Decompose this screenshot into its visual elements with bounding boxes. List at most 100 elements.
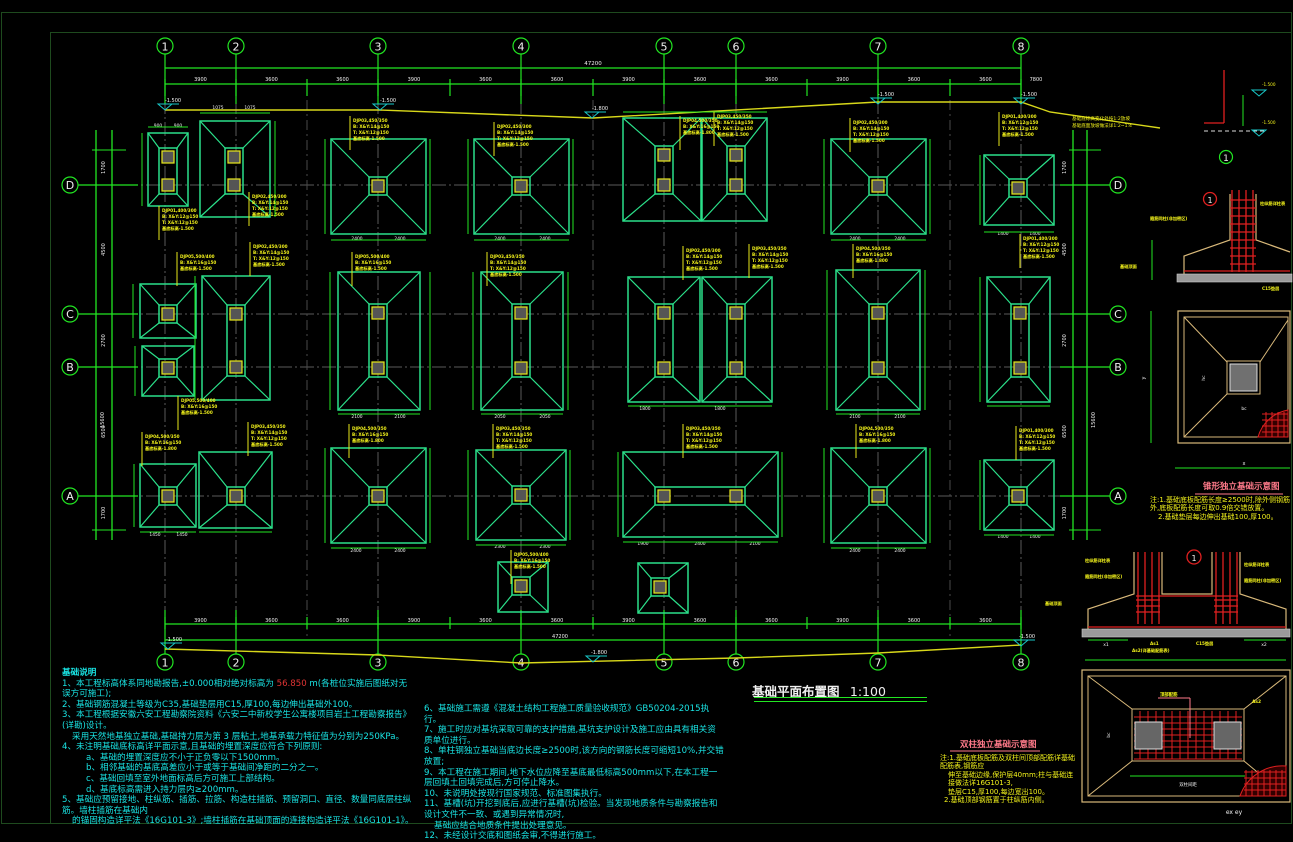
detail-caption: ex ey: [1226, 809, 1243, 816]
footing-dimension-label: 2400: [351, 236, 362, 242]
footing-label-J5: DJP05,500/400: [180, 254, 215, 259]
footing-plan-outline: [1183, 316, 1289, 438]
footing-slope-lines: [701, 276, 773, 403]
footing-outline: [337, 271, 421, 411]
column-section: [229, 489, 243, 503]
footing-elevation-label: 基底标高-1.500: [252, 261, 285, 268]
footing-slope-lines: [198, 451, 273, 529]
overall-dimension-label: 47200: [584, 61, 602, 67]
footing-dimension-label: 2100: [749, 541, 760, 547]
column-section: [371, 489, 385, 503]
footing-rebar-label: T: X&Y:12@150: [496, 438, 532, 443]
span-dimension-label: 3600: [479, 77, 492, 83]
span-dimension-label: 3900: [408, 77, 421, 83]
elevation-label: -1.500: [380, 98, 396, 104]
span-dimension-label: 3900: [408, 618, 421, 624]
elevation-marker: [1012, 639, 1035, 647]
footing-dimension-label: 1800: [639, 406, 650, 412]
axis-label-6: 6: [733, 657, 740, 670]
note-item: 3、本工程根据安徽六安工程勘察院资料《六安二中新校学生公寓楼项目岩土工程勘察报告…: [62, 710, 414, 731]
detail-elevation-label: -1.500: [1262, 120, 1276, 125]
footing-label-J3: DJP03,450/350: [353, 118, 388, 123]
footing-slope-lines: [139, 463, 197, 528]
axis-bubble-2: [227, 653, 245, 671]
footing-dimension-label: 2100: [894, 414, 905, 420]
footing-label-J1: DJP01,400/300: [1019, 428, 1054, 433]
footing-label-J3: DJP03,450/350: [490, 254, 525, 259]
footing-label-J4: DJP04,500/350: [859, 426, 894, 431]
span-dimension-label: 3600: [908, 77, 921, 83]
span-dimension-label: 3900: [836, 77, 849, 83]
footing-rebar-label: T: X&Y:12@150: [253, 256, 289, 261]
detail-label: 柱纵筋详柱表: [1085, 557, 1111, 564]
concrete-pad: [1081, 628, 1291, 638]
detail-label: 基础顶面: [1119, 263, 1138, 270]
footing-dimension-label: 1075: [212, 105, 223, 111]
footing-dimension-label: 2400: [894, 236, 905, 242]
footing-elevation-label: 基底标高-1.500: [716, 131, 749, 138]
elevation-marker: [584, 655, 607, 663]
note-text: 10、未说明处按现行国家规范、标准图集执行。: [424, 788, 607, 799]
footing-annotations: 9009001075107524002400240024002400240014…: [132, 105, 1059, 584]
footing-outline: [201, 275, 271, 401]
column-section: [161, 307, 175, 321]
footing-elevation-label: 基底标高-1.500: [180, 409, 213, 416]
note-text: b、相邻基础的基底高差应小于或等于基础间净距的二分之一。: [86, 763, 324, 774]
column-section: [227, 178, 241, 192]
column-section: [161, 178, 175, 192]
footing-dimension-label: 2400: [849, 548, 860, 554]
column-section: [161, 150, 175, 164]
footing-dimension-label: 1075: [244, 105, 255, 111]
left-span-dimension-label: 2700: [101, 334, 107, 347]
column-section: [514, 306, 528, 320]
footing-elevation-label: 基底标高-1.800: [855, 257, 888, 264]
plan-title-underline: [754, 697, 927, 702]
footing-label-J4: DJP04,500/350: [352, 426, 387, 431]
detail-dimension-label: 双柱间距: [1179, 781, 1197, 788]
footing-slope-lines: [480, 271, 564, 411]
footing-dimension-label: 1800: [714, 406, 725, 412]
footing-dimension-label: 2400: [494, 236, 505, 242]
left-span-dimension-label: 4500: [101, 243, 107, 256]
span-dimension-label: 3600: [765, 618, 778, 624]
footing-rebar-label: B: X&Y:14@150: [251, 430, 287, 435]
elevation-marker: [1250, 89, 1268, 137]
span-dimension-label: 3600: [765, 77, 778, 83]
span-dimension-label: 3600: [265, 77, 278, 83]
column-section: [514, 488, 528, 502]
note-item: 11、基槽(坑)开挖到底后,应进行基槽(坑)检验。当发现地质条件与勘察报告和设计…: [424, 799, 724, 820]
footing-slope-lines: [830, 138, 927, 235]
footing-rebar-label: T: X&Y:12@150: [251, 436, 287, 441]
footing-dimension-label: 2050: [494, 414, 505, 420]
footing-slope-lines: [986, 276, 1051, 403]
column-section: [729, 178, 743, 192]
span-dimension-label: 3600: [694, 77, 707, 83]
note-text: 11、基槽(坑)开挖到底后,应进行基槽(坑)检验。当发现地质条件与勘察报告和设计…: [424, 799, 718, 820]
footing-outline: [627, 276, 701, 403]
column-section: [1229, 363, 1258, 392]
footing-rebar-label: T: X&Y:12@150: [1023, 248, 1059, 253]
right-span-dimension-label: 6500: [1062, 425, 1068, 438]
footing-dimension-label: 900: [174, 123, 183, 129]
footing-label-J4: DJP04,500/350: [683, 118, 718, 123]
note-text: d、基底标高需进入持力层内≥200mm。: [86, 784, 244, 795]
axis-label-B: B: [1114, 361, 1122, 374]
footing-plan-pad: [1081, 669, 1291, 803]
axis-label-4: 4: [518, 41, 525, 54]
footing-rebar-label: B: X&Y:14@150: [252, 200, 288, 205]
footing-plan-slope: [1183, 316, 1289, 438]
rebar-mesh-cutaway: [1257, 409, 1289, 438]
detail-dimension-label: bc: [1241, 406, 1247, 412]
footing-outline: [622, 117, 702, 222]
footing-slope-lines: [199, 120, 271, 218]
footing-dimension-label: 2400: [694, 541, 705, 547]
detail-label: 箍筋同柱(非加密区): [1244, 577, 1281, 584]
column-section: [657, 178, 671, 192]
section-marker-label: 1: [1207, 196, 1212, 205]
footing-label-J2: DJP02,450/300: [497, 124, 532, 129]
note-item: c、基础回填至室外地面标高后方可施工上部结构。: [62, 774, 414, 785]
axis-label-B: B: [66, 361, 74, 374]
footing-slope-lines: [627, 276, 701, 403]
pedestal-outline: [1131, 708, 1245, 762]
